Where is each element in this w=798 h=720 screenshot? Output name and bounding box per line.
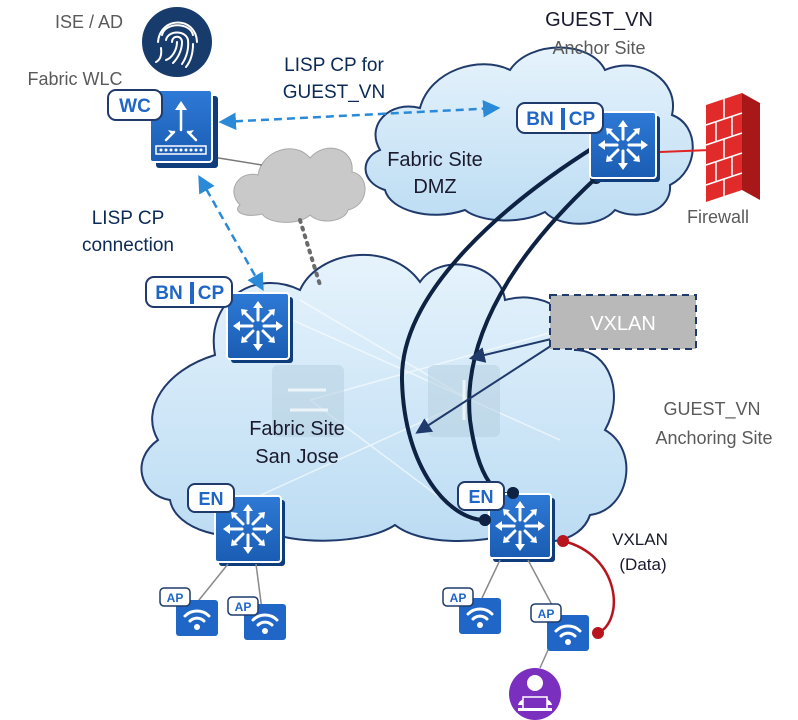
lisp-cp-for-vn-label: GUEST_VN <box>283 82 385 103</box>
lisp-cp-conn-label: LISP CP <box>92 208 165 229</box>
lisp-cp-conn-label-2: connection <box>82 235 174 256</box>
ap-tag: AP <box>538 607 555 621</box>
bn-tag: BN <box>526 109 553 130</box>
bn-tag: BN <box>155 283 182 304</box>
anchor-site-label: Anchor Site <box>552 38 645 58</box>
transit-cloud <box>233 147 366 223</box>
vxlan-data-label-2: (Data) <box>619 555 666 574</box>
anchoring-vn-label: GUEST_VN <box>663 399 760 420</box>
ise-ad-label: ISE / AD <box>55 12 123 32</box>
ap-3-device[interactable]: AP <box>442 587 501 634</box>
dmz-label: DMZ <box>413 176 456 198</box>
dmz-site-label: Fabric Site <box>387 149 483 171</box>
vxlan-data-label: VXLAN <box>612 530 668 549</box>
ap-2-device[interactable]: AP <box>227 596 286 640</box>
firewall-label: Firewall <box>687 207 749 227</box>
en-left-device[interactable]: EN <box>187 483 285 566</box>
en-right-device[interactable]: EN <box>457 481 555 562</box>
en-tag: EN <box>198 489 223 509</box>
cp-tag: CP <box>569 109 596 130</box>
wlc-device[interactable]: WC <box>107 89 218 168</box>
en-tag: EN <box>468 487 493 507</box>
wc-tag: WC <box>119 96 151 117</box>
bn-cp-dmz-device[interactable]: BN CP <box>516 102 660 182</box>
lisp-cp-for-label: LISP CP for <box>284 55 384 76</box>
cp-tag: CP <box>198 283 225 304</box>
ap-tag: AP <box>450 591 467 605</box>
user-icon <box>509 668 561 720</box>
ap-tag: AP <box>235 600 252 614</box>
anchor-vn-label: GUEST_VN <box>545 9 653 31</box>
sj-site-label: Fabric Site <box>249 418 345 440</box>
sj-label: San Jose <box>255 446 338 468</box>
tunnel-endpoint <box>507 487 519 499</box>
lisp-cp-links <box>198 99 501 292</box>
ap-1-device[interactable]: AP <box>159 587 218 636</box>
fabric-wlc-label: Fabric WLC <box>27 69 122 89</box>
vxlan-box-label: VXLAN <box>590 313 656 335</box>
ap-tag: AP <box>167 591 184 605</box>
tunnel-endpoint <box>479 514 491 526</box>
firewall-icon <box>659 93 760 202</box>
ap-4-device[interactable]: AP <box>530 603 589 651</box>
vxlan-box: VXLAN <box>549 294 697 350</box>
fingerprint-icon <box>142 7 212 77</box>
bn-cp-sanjose-device[interactable]: BN CP <box>145 276 293 363</box>
anchoring-site-label: Anchoring Site <box>655 428 772 448</box>
transit-link <box>298 218 322 287</box>
vxlan-data-path <box>557 535 616 639</box>
